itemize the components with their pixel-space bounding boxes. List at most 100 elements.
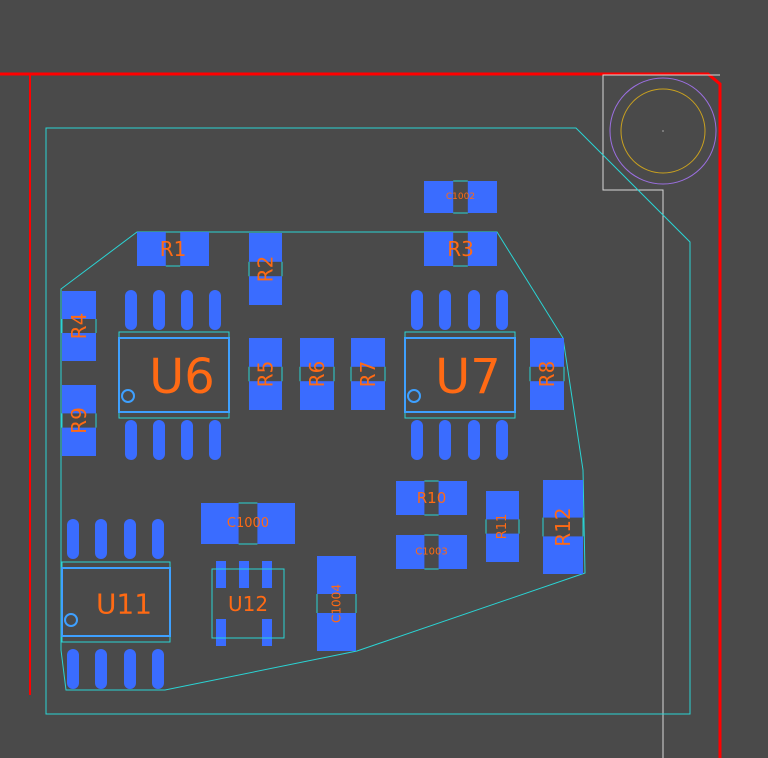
pad[interactable]	[249, 338, 282, 367]
pin-pad[interactable]	[411, 420, 423, 460]
pad[interactable]	[396, 535, 425, 569]
pad[interactable]	[351, 338, 385, 367]
refdes-r10: R10	[417, 489, 447, 507]
component-region-outline	[60, 231, 586, 691]
pad[interactable]	[249, 381, 282, 410]
component-u7[interactable]: U7	[404, 290, 516, 460]
refdes-c1004: C1004	[330, 584, 344, 623]
pad[interactable]	[62, 385, 96, 414]
component-u11[interactable]: U11	[61, 519, 171, 689]
pin-pad[interactable]	[439, 420, 451, 460]
pin-pad[interactable]	[468, 420, 480, 460]
pad[interactable]	[300, 338, 334, 367]
pad[interactable]	[201, 503, 239, 544]
pin-pad[interactable]	[468, 290, 480, 330]
component-c1000[interactable]: C1000	[201, 502, 295, 545]
pin-pad[interactable]	[152, 649, 164, 689]
refdes-r9: R9	[67, 407, 91, 434]
pad[interactable]	[62, 333, 96, 361]
refdes-c1003: C1003	[415, 547, 447, 558]
mechanical-outline	[602, 74, 720, 758]
pin-pad[interactable]	[95, 519, 107, 559]
pin-pad[interactable]	[181, 290, 193, 330]
pad[interactable]	[351, 381, 385, 410]
pin-pad[interactable]	[209, 290, 221, 330]
pad[interactable]	[467, 232, 497, 266]
pad[interactable]	[438, 481, 467, 515]
component-c1002[interactable]: C1002	[424, 180, 497, 214]
pin-pad[interactable]	[67, 519, 79, 559]
pin-pad[interactable]	[216, 619, 226, 646]
body-outline	[211, 568, 285, 639]
body-outline-inner	[404, 337, 516, 413]
component-r5[interactable]: R5	[248, 338, 283, 410]
pin-pad[interactable]	[216, 561, 226, 588]
pad[interactable]	[438, 535, 467, 569]
pin-pad[interactable]	[496, 420, 508, 460]
pad[interactable]	[467, 181, 497, 213]
pad[interactable]	[530, 381, 564, 410]
pad[interactable]	[62, 291, 96, 319]
pin-pad[interactable]	[67, 649, 79, 689]
pad[interactable]	[424, 232, 454, 266]
pin-pad[interactable]	[124, 519, 136, 559]
pin-pad[interactable]	[153, 420, 165, 460]
pad[interactable]	[317, 556, 356, 594]
pin-pad[interactable]	[152, 519, 164, 559]
component-r2[interactable]: R2	[248, 233, 283, 305]
pin-pad[interactable]	[125, 290, 137, 330]
component-r1[interactable]: R1	[137, 231, 209, 267]
pad[interactable]	[543, 536, 583, 574]
refdes-r12: R12	[551, 507, 575, 546]
component-u12[interactable]: U12	[211, 561, 285, 646]
pin-pad[interactable]	[411, 290, 423, 330]
component-r9[interactable]: R9	[61, 385, 97, 456]
mounting-hole[interactable]	[609, 77, 717, 185]
pad[interactable]	[396, 481, 425, 515]
component-r11[interactable]: R11	[485, 491, 520, 562]
pin-pad[interactable]	[496, 290, 508, 330]
component-r3[interactable]: R3	[424, 231, 497, 267]
pin-pad[interactable]	[262, 619, 272, 646]
pin1-marker-icon	[121, 389, 135, 403]
refdes-u6: U6	[149, 349, 215, 405]
pin1-marker-icon	[407, 389, 421, 403]
pad[interactable]	[249, 276, 282, 305]
component-r8[interactable]: R8	[529, 338, 565, 410]
pad[interactable]	[137, 232, 166, 266]
component-r7[interactable]: R7	[350, 338, 386, 410]
component-r4[interactable]: R4	[61, 291, 97, 361]
pad[interactable]	[424, 181, 454, 213]
pad[interactable]	[249, 233, 282, 262]
pin-pad[interactable]	[181, 420, 193, 460]
component-c1004[interactable]: C1004	[316, 556, 357, 651]
refdes-r11: R11	[495, 514, 510, 540]
component-r12[interactable]: R12	[542, 480, 584, 574]
pad[interactable]	[180, 232, 209, 266]
pin-pad[interactable]	[95, 649, 107, 689]
refdes-r3: R3	[447, 237, 474, 261]
pad[interactable]	[543, 480, 583, 518]
pin-pad[interactable]	[439, 290, 451, 330]
refdes-u11: U11	[96, 588, 152, 621]
pad[interactable]	[486, 491, 519, 520]
component-r10[interactable]: R10	[396, 480, 467, 516]
component-u6[interactable]: U6	[118, 290, 230, 460]
component-c1003[interactable]: C1003	[396, 534, 467, 570]
pad[interactable]	[530, 338, 564, 367]
refdes-u12: U12	[228, 592, 268, 616]
pad[interactable]	[300, 381, 334, 410]
pin-pad[interactable]	[125, 420, 137, 460]
pad[interactable]	[257, 503, 295, 544]
pin-pad[interactable]	[262, 561, 272, 588]
pin-pad[interactable]	[209, 420, 221, 460]
pad[interactable]	[486, 533, 519, 562]
pin-pad[interactable]	[239, 561, 249, 588]
pad[interactable]	[62, 427, 96, 456]
pin-pad[interactable]	[124, 649, 136, 689]
component-r6[interactable]: R6	[299, 338, 335, 410]
pin-pad[interactable]	[153, 290, 165, 330]
pad[interactable]	[317, 613, 356, 651]
